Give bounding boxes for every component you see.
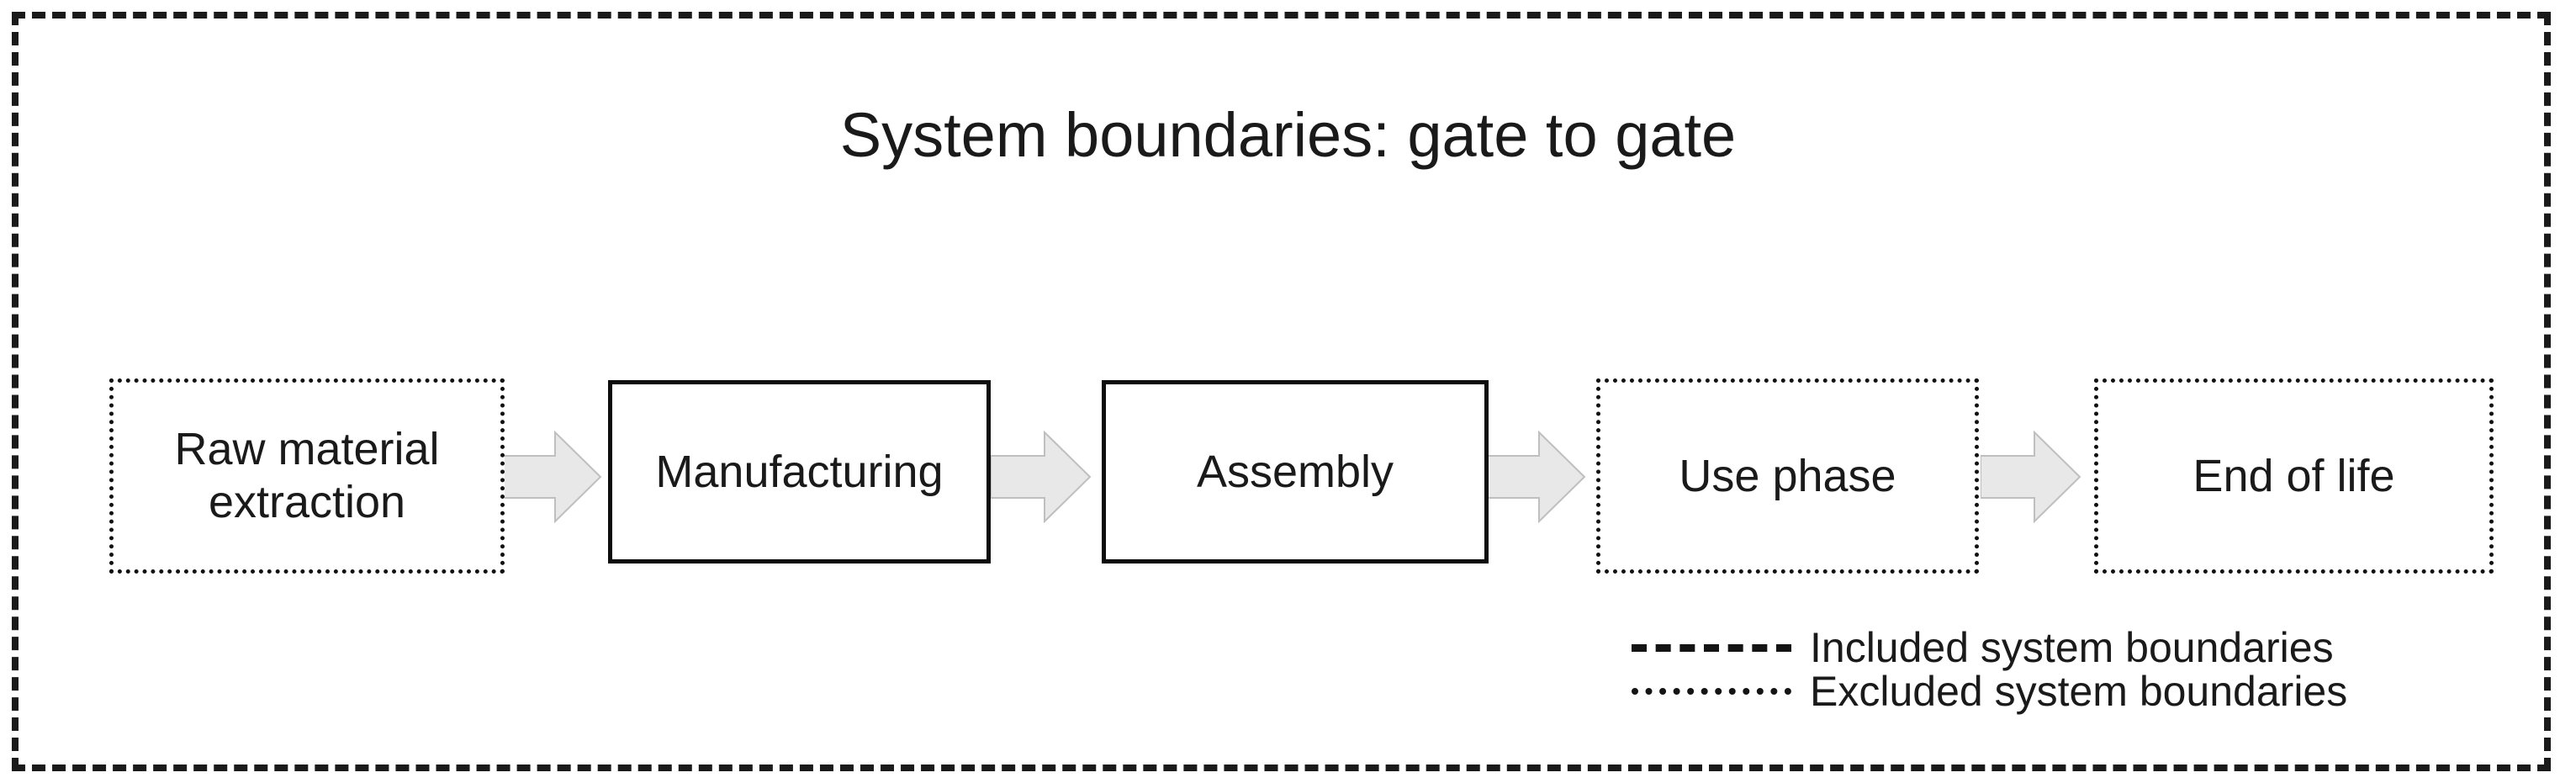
- legend-item-excluded: Excluded system boundaries: [1632, 669, 2548, 713]
- stage-box-use-phase[interactable]: Use phase: [1596, 378, 1979, 574]
- stage-box-end-of-life[interactable]: End of life: [2094, 378, 2494, 574]
- stage-label-raw-material-extraction: Raw material extraction: [167, 423, 446, 528]
- stage-label-end-of-life: End of life: [2193, 450, 2395, 501]
- arrow-right-icon-manufacturing-to-assembly: [991, 431, 1092, 523]
- dotted-line-icon: [1632, 688, 1791, 695]
- stage-box-assembly[interactable]: Assembly: [1102, 380, 1489, 563]
- stage-label-assembly: Assembly: [1196, 446, 1394, 497]
- stage-label-use-phase: Use phase: [1679, 450, 1896, 501]
- stage-box-raw-material-extraction[interactable]: Raw material extraction: [109, 378, 505, 574]
- stage-label-line-1: Raw material: [174, 424, 440, 475]
- arrow-right-icon-assembly-to-use-phase: [1485, 431, 1586, 523]
- legend: Included system boundaries Excluded syst…: [1632, 626, 2548, 713]
- system-boundary-frame: [12, 12, 2551, 771]
- legend-item-included: Included system boundaries: [1632, 626, 2548, 669]
- stage-box-manufacturing[interactable]: Manufacturing: [608, 380, 991, 563]
- arrow-right-icon-use-phase-to-end-of-life: [1981, 431, 2081, 523]
- dashed-line-icon: [1632, 643, 1791, 652]
- legend-label-included: Included system boundaries: [1810, 624, 2334, 671]
- legend-label-excluded: Excluded system boundaries: [1810, 668, 2348, 715]
- arrow-right-icon-raw-to-manufacturing: [501, 431, 602, 523]
- stage-label-line-2: extraction: [208, 477, 406, 527]
- stage-label-manufacturing: Manufacturing: [655, 446, 944, 497]
- diagram-title: System boundaries: gate to gate: [839, 100, 1737, 170]
